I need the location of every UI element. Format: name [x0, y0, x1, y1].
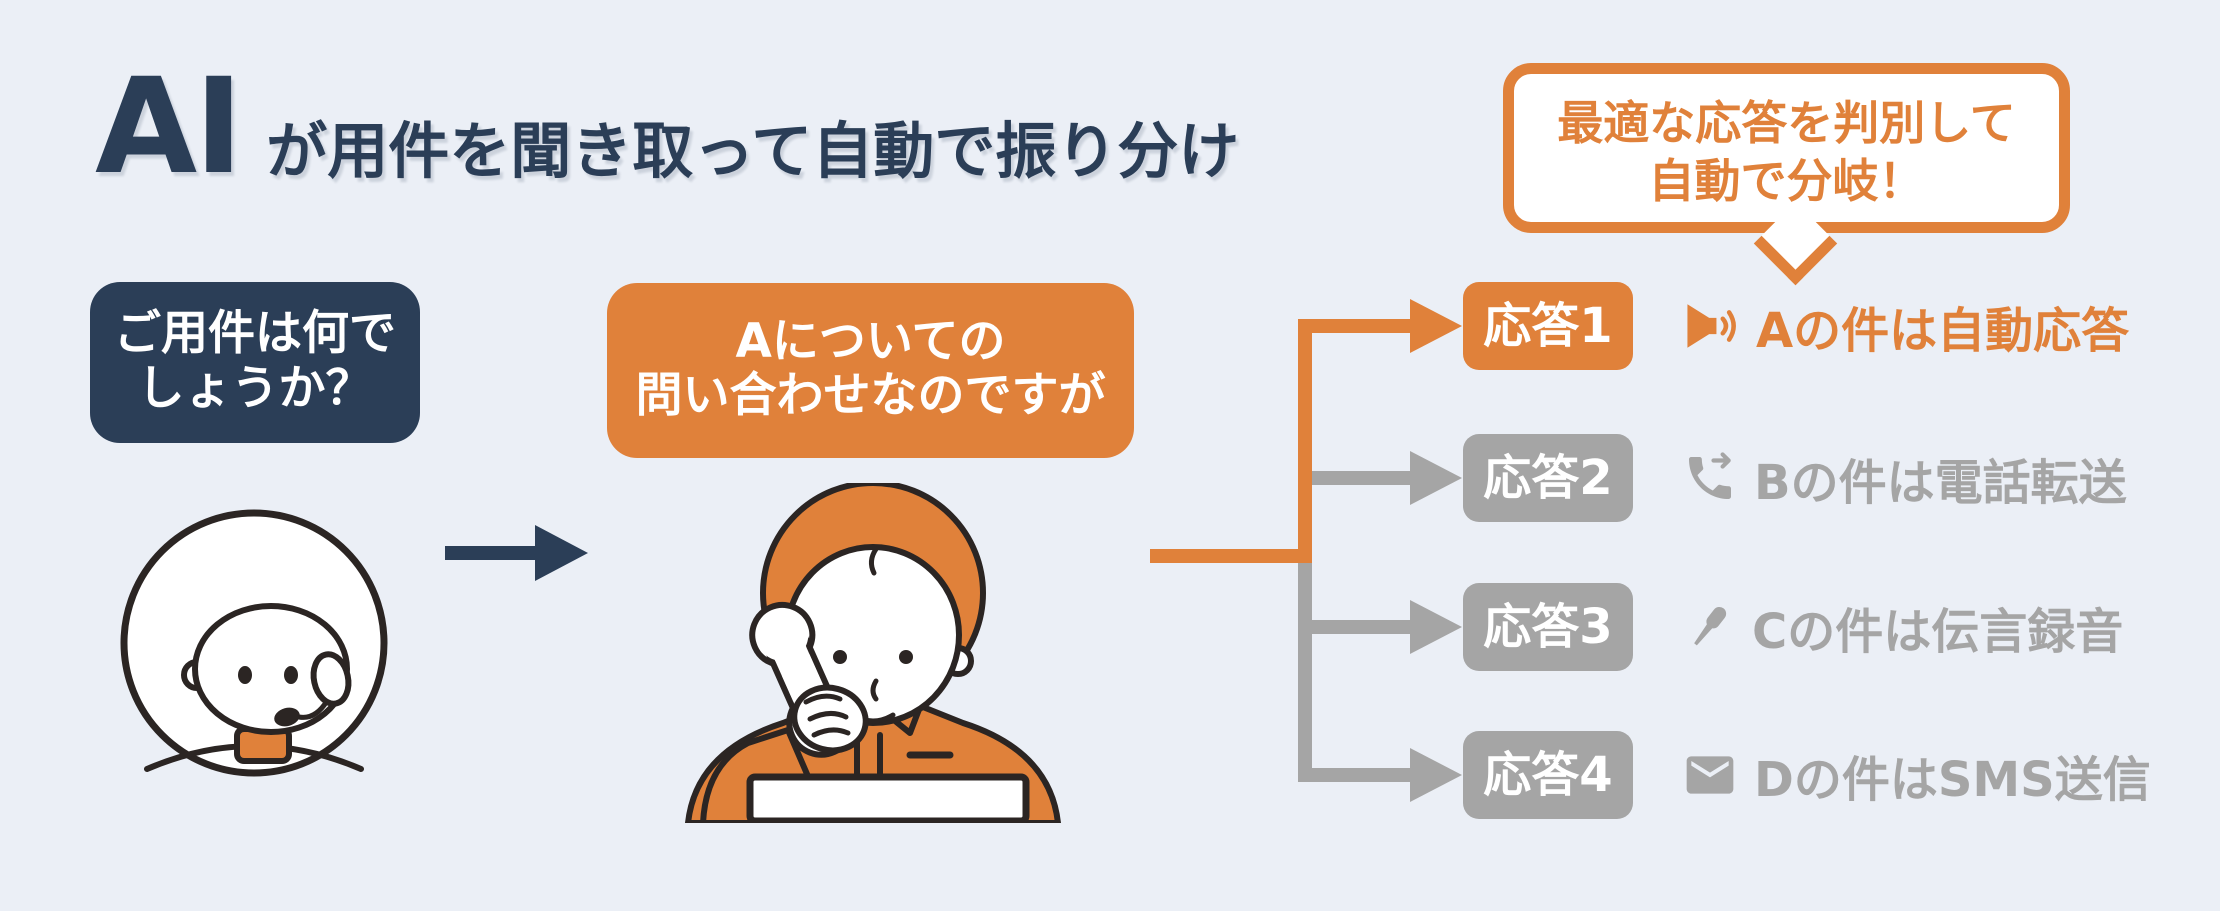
response-label-4: Dの件はSMS送信	[1682, 731, 2151, 819]
response-description: Dの件はSMS送信	[1754, 752, 2151, 808]
branch-connector-lines	[1150, 299, 1462, 802]
caller-bubble-line2: 問い合わせなのですが	[635, 368, 1106, 423]
page-title-ai: AI	[95, 50, 243, 204]
operator-illustration	[120, 509, 388, 777]
caller-bubble-line1: Aについての	[735, 314, 1006, 369]
response-label-2: Bの件は電話転送	[1682, 434, 2127, 522]
page-title: AI が用件を聞き取って自動で振り分け	[95, 58, 1239, 197]
callout-bubble: 最適な応答を判別して 自動で分岐！	[1503, 63, 2070, 233]
caller-speech-bubble: Aについての 問い合わせなのですが	[607, 283, 1134, 458]
phone-forward-icon	[1682, 450, 1738, 506]
response-label-3: Cの件は伝言録音	[1682, 583, 2123, 671]
response-box-2: 応答2	[1463, 434, 1633, 522]
callout-line2: 自動で分岐！	[1648, 154, 1925, 208]
operator-bubble-line2: しょうか？	[137, 361, 373, 416]
response-label-1: Aの件は自動応答	[1682, 282, 2129, 370]
response-description: Bの件は電話転送	[1754, 455, 2127, 511]
operator-bubble-line1: ご用件は何で	[114, 306, 396, 361]
caller-illustration	[685, 483, 1061, 823]
response-description: Cの件は伝言録音	[1752, 604, 2124, 660]
flow-arrow-icon	[445, 525, 588, 581]
microphone-icon	[1682, 600, 1736, 654]
response-box-3: 応答3	[1463, 583, 1633, 671]
speaker-icon	[1682, 297, 1740, 355]
response-box-1: 応答1	[1463, 282, 1633, 370]
response-description: Aの件は自動応答	[1756, 303, 2130, 359]
response-box-4: 応答4	[1463, 731, 1633, 819]
callout-line1: 最適な応答を判別して	[1557, 96, 2016, 150]
mail-icon	[1682, 747, 1738, 803]
page-title-rest: が用件を聞き取って自動で振り分け	[266, 116, 1240, 187]
operator-speech-bubble: ご用件は何で しょうか？	[90, 282, 420, 443]
